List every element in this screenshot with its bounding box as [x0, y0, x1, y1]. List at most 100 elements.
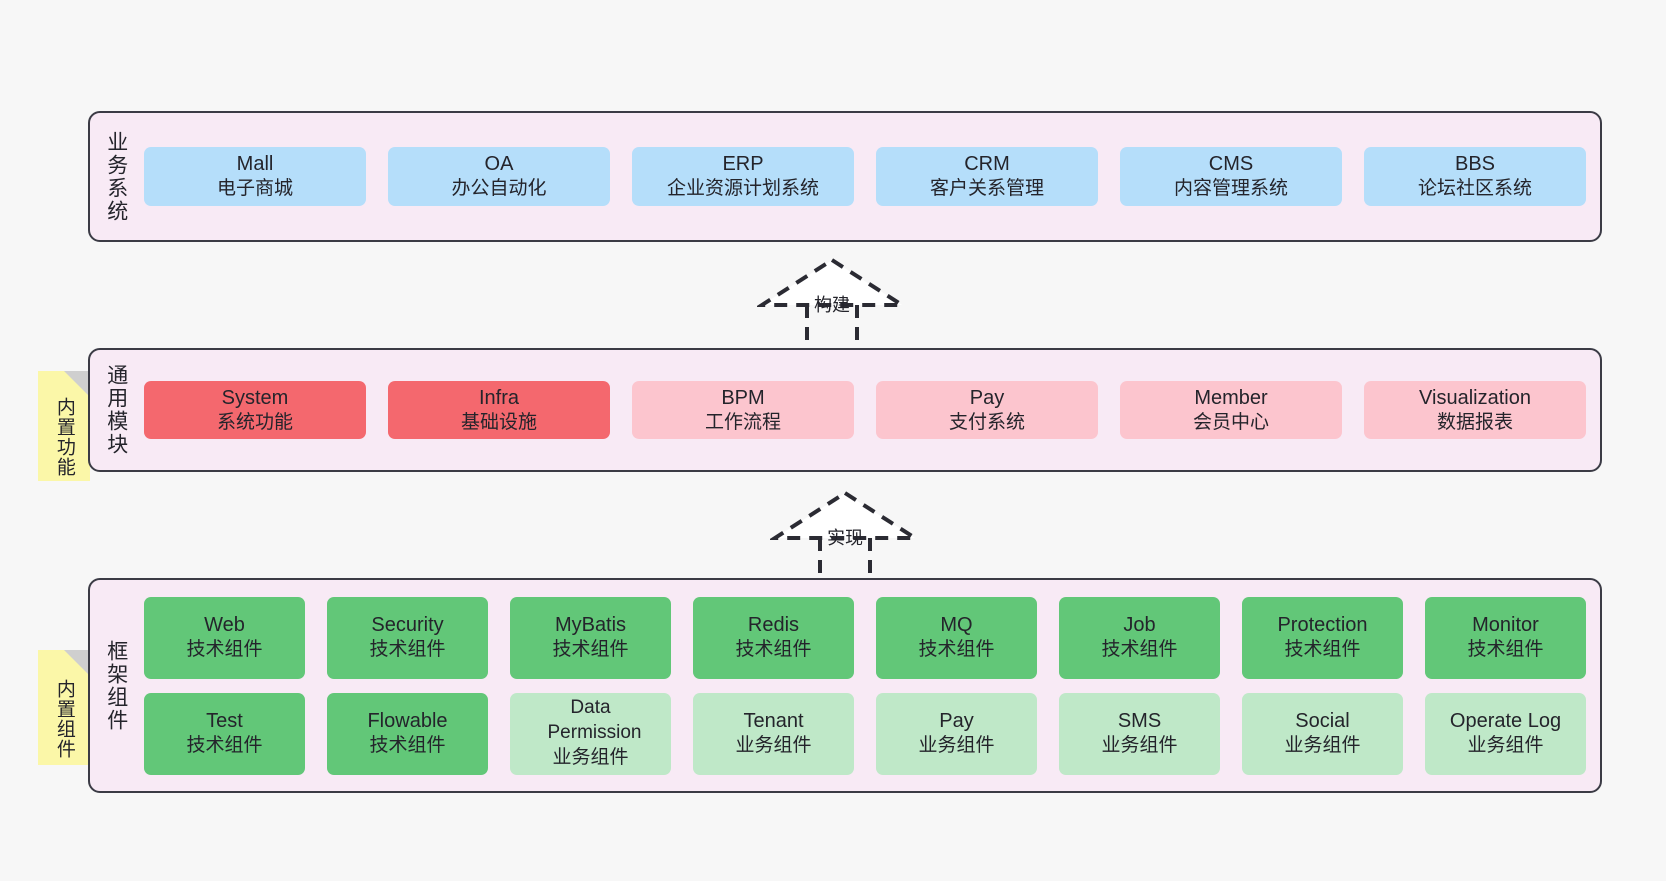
card-subtitle: 企业资源计划系统 [666, 178, 819, 200]
card-flowable[interactable]: Flowable 技术组件 [327, 692, 488, 775]
card-title: ERP [722, 153, 764, 176]
card-subtitle: 技术组件 [1467, 639, 1544, 661]
card-subtitle: 业务组件 [918, 735, 995, 757]
card-data-permission[interactable]: Data Permission 业务组件 [510, 692, 671, 775]
card-subtitle: 技术组件 [186, 735, 263, 757]
card-title: OA [484, 153, 514, 176]
card-subtitle: 工作流程 [704, 411, 781, 433]
card-subtitle: 业务组件 [1467, 735, 1544, 757]
card-title: SMS [1117, 710, 1162, 733]
card-bpm[interactable]: BPM 工作流程 [632, 380, 854, 440]
card-test[interactable]: Test 技术组件 [144, 692, 305, 775]
card-member[interactable]: Member 会员中心 [1120, 380, 1342, 440]
card-title: Operate Log [1449, 710, 1562, 733]
card-title: Pay [939, 710, 974, 733]
card-row: Test 技术组件 Flowable 技术组件 Data Permission … [144, 692, 1586, 775]
card-bbs[interactable]: BBS 论坛社区系统 [1364, 147, 1586, 206]
connector-realize-arrow [770, 490, 920, 584]
card-social[interactable]: Social 业务组件 [1242, 692, 1403, 775]
card-mybatis[interactable]: MyBatis 技术组件 [510, 596, 671, 679]
card-row: Mall 电子商城 OA 办公自动化 ERP 企业资源计划系统 CRM 客户关系… [144, 147, 1586, 206]
card-title: Job [1123, 614, 1156, 637]
card-subtitle: 业务组件 [1101, 735, 1178, 757]
card-subtitle: 技术组件 [735, 639, 812, 661]
card-infra[interactable]: Infra 基础设施 [388, 380, 610, 440]
card-title: Flowable [367, 710, 448, 733]
connector-build: 构建 [757, 255, 907, 351]
card-subtitle: 业务组件 [1284, 735, 1361, 757]
card-subtitle: 系统功能 [216, 411, 293, 433]
card-subtitle: 业务组件 [552, 746, 629, 768]
layer-title-framework-components: 框架组件 [104, 639, 128, 732]
card-title: Monitor [1472, 614, 1539, 637]
card-subtitle: 电子商城 [216, 178, 293, 200]
card-job[interactable]: Job 技术组件 [1059, 596, 1220, 679]
card-cms[interactable]: CMS 内容管理系统 [1120, 147, 1342, 206]
card-monitor[interactable]: Monitor 技术组件 [1425, 596, 1586, 679]
layer-title-common-modules: 通用模块 [104, 364, 128, 456]
layer-business-systems: 业务系统 Mall 电子商城 OA 办公自动化 ERP 企业资源计划系统 CRM… [88, 111, 1602, 242]
card-subtitle: 技术组件 [369, 735, 446, 757]
card-row: Web 技术组件 Security 技术组件 MyBatis 技术组件 Redi… [144, 596, 1586, 679]
card-title: CMS [1208, 153, 1254, 176]
card-title: BBS [1454, 153, 1496, 176]
note-label: 内置功能 [53, 397, 75, 477]
card-crm[interactable]: CRM 客户关系管理 [876, 147, 1098, 206]
card-subtitle: 技术组件 [369, 639, 446, 661]
layer-body-common-modules: System 系统功能 Infra 基础设施 BPM 工作流程 Pay 支付系统… [136, 350, 1600, 470]
card-subtitle: 技术组件 [1101, 639, 1178, 661]
card-subtitle: 论坛社区系统 [1417, 178, 1532, 200]
card-mall[interactable]: Mall 电子商城 [144, 147, 366, 206]
card-title: Tenant [743, 710, 804, 733]
connector-realize: 实现 [770, 488, 920, 584]
layer-title-business-systems: 业务系统 [104, 130, 128, 223]
note-fold-corner-icon [64, 650, 90, 676]
note-builtin-components: 内置组件 [38, 650, 90, 765]
connector-realize-label: 实现 [827, 528, 863, 548]
card-tenant[interactable]: Tenant 业务组件 [693, 692, 854, 775]
card-erp[interactable]: ERP 企业资源计划系统 [632, 147, 854, 206]
layer-body-business-systems: Mall 电子商城 OA 办公自动化 ERP 企业资源计划系统 CRM 客户关系… [136, 113, 1600, 240]
card-title: Security [371, 614, 444, 637]
card-security[interactable]: Security 技术组件 [327, 596, 488, 679]
card-title: MyBatis [554, 614, 627, 637]
note-fold-corner-icon [64, 371, 90, 397]
card-title: Redis [747, 614, 800, 637]
card-oa[interactable]: OA 办公自动化 [388, 147, 610, 206]
card-title: MQ [940, 614, 973, 637]
card-title: Social [1295, 710, 1350, 733]
card-operate-log[interactable]: Operate Log 业务组件 [1425, 692, 1586, 775]
card-subtitle: 基础设施 [460, 411, 537, 433]
card-visualization[interactable]: Visualization 数据报表 [1364, 380, 1586, 440]
card-title: CRM [964, 153, 1010, 176]
card-title: Protection [1277, 614, 1368, 637]
note-label: 内置组件 [53, 678, 75, 759]
card-subtitle: 会员中心 [1192, 411, 1269, 433]
card-subtitle: 支付系统 [948, 411, 1025, 433]
card-title: Test [206, 710, 243, 733]
connector-build-label: 构建 [814, 295, 850, 315]
card-title: Member [1194, 386, 1268, 409]
card-mq[interactable]: MQ 技术组件 [876, 596, 1037, 679]
card-subtitle: 技术组件 [552, 639, 629, 661]
card-subtitle: 客户关系管理 [929, 178, 1044, 200]
card-subtitle: 技术组件 [186, 639, 263, 661]
layer-framework-components: 框架组件 Web 技术组件 Security 技术组件 MyBatis 技术组件… [88, 578, 1602, 793]
connector-build-arrow [757, 257, 907, 351]
card-title: Mall [236, 153, 274, 176]
card-sms[interactable]: SMS 业务组件 [1059, 692, 1220, 775]
note-builtin-features: 内置功能 [38, 371, 90, 481]
card-subtitle: 内容管理系统 [1173, 178, 1288, 200]
card-title: BPM [721, 386, 765, 409]
card-subtitle: 技术组件 [1284, 639, 1361, 661]
card-redis[interactable]: Redis 技术组件 [693, 596, 854, 679]
card-protection[interactable]: Protection 技术组件 [1242, 596, 1403, 679]
card-pay-business[interactable]: Pay 业务组件 [876, 692, 1037, 775]
card-pay[interactable]: Pay 支付系统 [876, 380, 1098, 440]
card-system[interactable]: System 系统功能 [144, 380, 366, 440]
card-web[interactable]: Web 技术组件 [144, 596, 305, 679]
card-title: Web [204, 614, 245, 637]
card-title: Data Permission [547, 697, 642, 744]
card-row: System 系统功能 Infra 基础设施 BPM 工作流程 Pay 支付系统… [144, 380, 1586, 440]
